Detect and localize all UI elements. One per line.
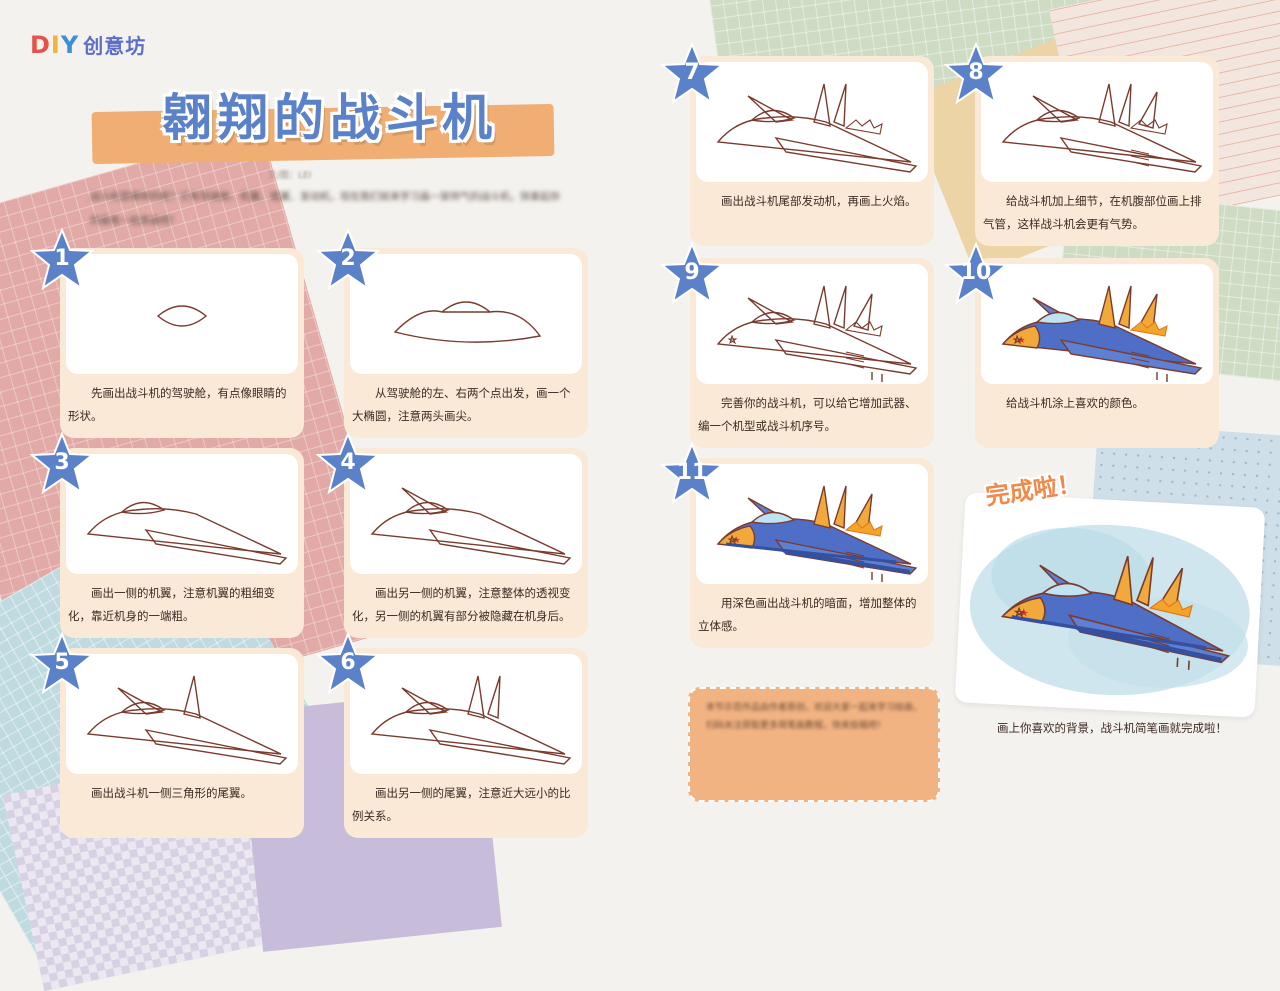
step-drawing-6 bbox=[350, 654, 582, 774]
jet-sketch bbox=[370, 675, 572, 765]
step-number-badge: 11 bbox=[660, 442, 724, 506]
step-card-1: 先画出战斗机的驾驶舱，有点像眼睛的形状。 bbox=[60, 248, 304, 438]
star-icon bbox=[316, 432, 380, 495]
step-number-badge: 2 bbox=[316, 228, 380, 292]
star-icon bbox=[316, 632, 380, 695]
step-caption: 画出另一侧的尾翼，注意近大远小的比例关系。 bbox=[352, 786, 571, 823]
finished-jet-illustration bbox=[969, 524, 1250, 696]
intro-paragraph: 战斗机是哪样的呢？它有驾驶舱、机翼、尾翼、发动机，现在我们就来学习画一架帅气的战… bbox=[90, 192, 560, 227]
jet-sketch bbox=[1001, 285, 1203, 382]
jet-sketch bbox=[370, 487, 572, 565]
step-number: 7 bbox=[684, 60, 700, 85]
step-card-7: 画出战斗机尾部发动机，再画上火焰。 bbox=[690, 56, 934, 246]
jet-sketch bbox=[716, 285, 918, 382]
star-icon bbox=[660, 442, 724, 505]
info-note-text: 本节示范作品由作者原创，欢迎大家一起来学习绘画，扫码关注获取更多简笔画教程，快来… bbox=[706, 703, 923, 731]
step-drawing-7 bbox=[696, 62, 928, 182]
step-caption: 画出战斗机一侧三角形的尾翼。 bbox=[91, 786, 252, 800]
step-number: 1 bbox=[54, 246, 70, 271]
step-drawing-3 bbox=[66, 454, 298, 574]
star-icon bbox=[30, 228, 94, 291]
step-caption: 给战斗机涂上喜欢的颜色。 bbox=[1006, 396, 1144, 410]
step-drawing-5 bbox=[66, 654, 298, 774]
jet-sketch bbox=[716, 83, 918, 173]
step-drawing-8 bbox=[981, 62, 1213, 182]
step-card-6: 画出另一侧的尾翼，注意近大远小的比例关系。 bbox=[344, 648, 588, 838]
step-drawing-9 bbox=[696, 264, 928, 384]
finished-artwork-card bbox=[954, 492, 1266, 718]
step-drawing-11 bbox=[696, 464, 928, 584]
step-card-8: 给战斗机加上细节，在机腹部位画上排气管，这样战斗机会更有气势。 bbox=[975, 56, 1219, 246]
step-card-5: 画出战斗机一侧三角形的尾翼。 bbox=[60, 648, 304, 838]
star-icon bbox=[944, 242, 1008, 305]
star-icon bbox=[944, 42, 1008, 105]
star-icon bbox=[660, 42, 724, 105]
step-drawing-2 bbox=[350, 254, 582, 374]
jet-sketch bbox=[156, 305, 208, 327]
step-number-badge: 4 bbox=[316, 432, 380, 496]
step-card-3: 画出一侧的机翼，注意机翼的粗细变化，靠近机身的一端粗。 bbox=[60, 448, 304, 638]
star-icon bbox=[660, 242, 724, 305]
jet-sketch bbox=[393, 301, 542, 343]
step-card-2: 从驾驶舱的左、右两个点出发，画一个大椭圆，注意两头画尖。 bbox=[344, 248, 588, 438]
step-card-4: 画出另一侧的机翼，注意整体的透视变化，另一侧的机翼有部分被隐藏在机身后。 bbox=[344, 448, 588, 638]
step-number-badge: 7 bbox=[660, 42, 724, 106]
step-card-10: 给战斗机涂上喜欢的颜色。 bbox=[975, 258, 1219, 448]
step-caption: 从驾驶舱的左、右两个点出发，画一个大椭圆，注意两头画尖。 bbox=[352, 386, 571, 423]
step-number-badge: 10 bbox=[944, 242, 1008, 306]
step-caption: 画出一侧的机翼，注意机翼的粗细变化，靠近机身的一端粗。 bbox=[68, 586, 275, 623]
info-note: 本节示范作品由作者原创，欢迎大家一起来学习绘画，扫码关注获取更多简笔画教程，快来… bbox=[688, 687, 940, 802]
step-number: 6 bbox=[340, 650, 356, 675]
step-number: 5 bbox=[54, 650, 70, 675]
step-number-badge: 3 bbox=[30, 432, 94, 496]
step-drawing-10 bbox=[981, 264, 1213, 384]
logo-letter-d: D bbox=[30, 31, 51, 59]
step-drawing-1 bbox=[66, 254, 298, 374]
step-drawing-4 bbox=[350, 454, 582, 574]
star-icon bbox=[30, 632, 94, 695]
step-number: 2 bbox=[340, 246, 356, 271]
logo-text: 创意坊 bbox=[83, 34, 147, 58]
step-number: 3 bbox=[54, 450, 70, 475]
step-caption: 完善你的战斗机，可以给它增加武器、编一个机型或战斗机序号。 bbox=[698, 396, 917, 433]
step-number-badge: 9 bbox=[660, 242, 724, 306]
jet-sketch bbox=[86, 675, 288, 765]
step-number: 10 bbox=[960, 260, 992, 285]
step-number-badge: 5 bbox=[30, 632, 94, 696]
step-number-badge: 6 bbox=[316, 632, 380, 696]
step-number-badge: 8 bbox=[944, 42, 1008, 106]
jet-sketch bbox=[1001, 83, 1203, 173]
step-number: 9 bbox=[684, 260, 700, 285]
step-caption: 给战斗机加上细节，在机腹部位画上排气管，这样战斗机会更有气势。 bbox=[983, 194, 1202, 231]
logo-letter-y: Y bbox=[60, 31, 80, 59]
step-card-11: 用深色画出战斗机的暗面，增加整体的立体感。 bbox=[690, 458, 934, 648]
star-icon bbox=[30, 432, 94, 495]
logo-letter-i: I bbox=[50, 31, 61, 59]
step-number: 4 bbox=[340, 450, 356, 475]
step-number: 8 bbox=[968, 60, 984, 85]
step-caption: 画出另一侧的机翼，注意整体的透视变化，另一侧的机翼有部分被隐藏在机身后。 bbox=[352, 586, 571, 623]
step-card-9: 完善你的战斗机，可以给它增加武器、编一个机型或战斗机序号。 bbox=[690, 258, 934, 448]
step-caption: 用深色画出战斗机的暗面，增加整体的立体感。 bbox=[698, 596, 917, 633]
step-number: 11 bbox=[676, 460, 708, 485]
step-number-badge: 1 bbox=[30, 228, 94, 292]
star-icon bbox=[316, 228, 380, 291]
author-line: 文/图：LEI bbox=[268, 171, 312, 181]
done-caption: 画上你喜欢的背景，战斗机简笔画就完成啦！ bbox=[997, 721, 1227, 735]
jet-sketch bbox=[86, 501, 288, 565]
page-title: 翱翔的战斗机 bbox=[162, 89, 498, 147]
jet-sketch bbox=[716, 485, 918, 582]
step-caption: 画出战斗机尾部发动机，再画上火焰。 bbox=[721, 194, 917, 208]
step-caption: 先画出战斗机的驾驶舱，有点像眼睛的形状。 bbox=[68, 386, 287, 423]
